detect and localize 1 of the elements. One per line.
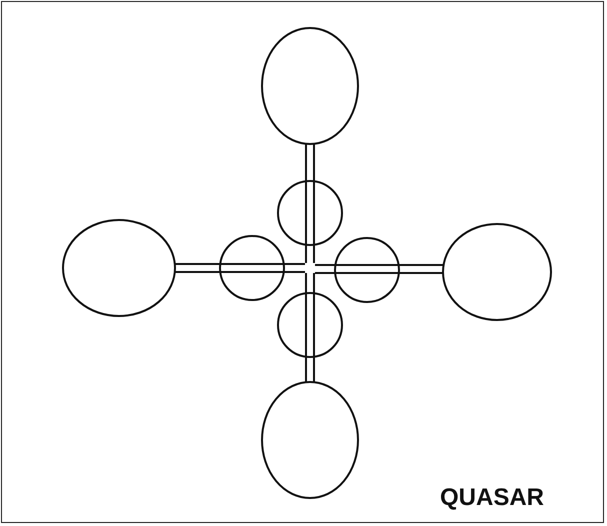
- figure-label: QUASAR: [440, 484, 544, 512]
